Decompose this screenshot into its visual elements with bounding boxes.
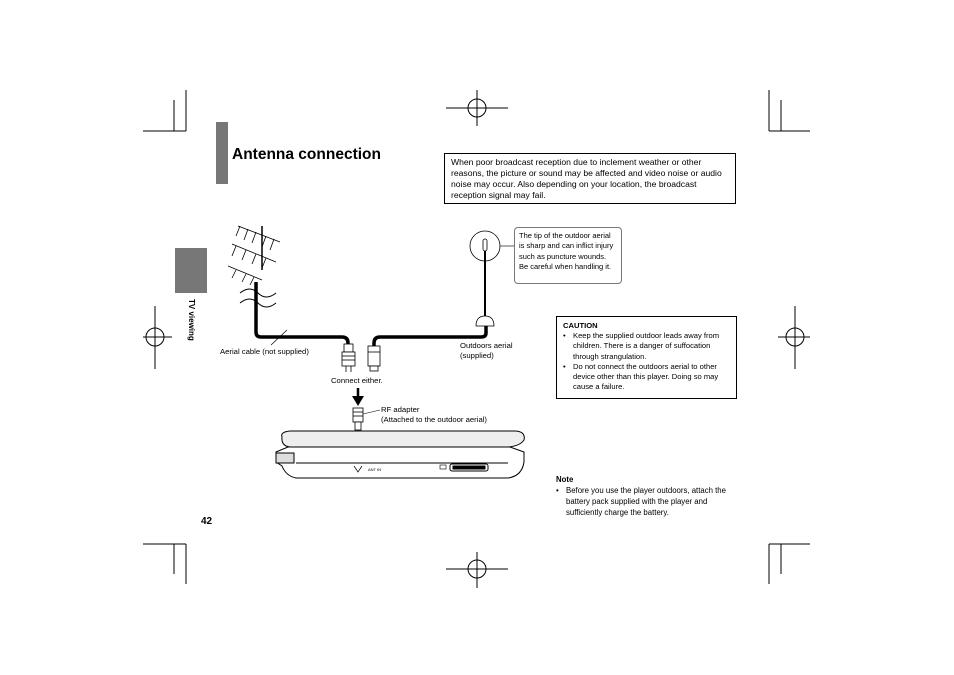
portable-player-icon (275, 430, 525, 479)
rf-adapter-attached-label: (Attached to the outdoor aerial) (381, 415, 487, 424)
outdoors-aerial-label: Outdoors aerial (460, 341, 513, 350)
cable-break-symbol (239, 288, 277, 308)
outdoor-aerial-cable (372, 326, 488, 347)
caution-item: Keep the supplied outdoor leads away fro… (563, 331, 730, 362)
aerial-cable-plug (341, 343, 356, 372)
note-item: Before you use the player outdoors, atta… (556, 485, 742, 518)
aerial-cable (254, 282, 350, 346)
rf-adapter-label: RF adapter (381, 405, 420, 414)
registration-targets (143, 90, 810, 588)
outdoor-aerial-icon (469, 230, 514, 327)
page-title: Antenna connection (232, 146, 381, 163)
note-title: Note (556, 475, 574, 484)
outdoor-aerial-plug (367, 345, 381, 372)
player-port-label: ANT IN (368, 467, 381, 472)
rf-adapter-icon (352, 407, 364, 431)
arrow-down-icon (352, 388, 364, 406)
ant-in-port-icon (353, 465, 363, 473)
disc-logo-icon (439, 464, 447, 470)
note-section: Note Before you use the player outdoors,… (556, 474, 742, 518)
rooftop-antenna-icon (227, 225, 281, 286)
caution-item: Do not connect the outdoors aerial to ot… (563, 362, 730, 393)
title-accent-bar (216, 122, 228, 184)
reception-info-box: When poor broadcast reception due to inc… (444, 153, 736, 204)
connect-either-label: Connect either. (331, 376, 383, 385)
caution-title: CAUTION (563, 321, 598, 330)
outdoors-aerial-supplied-label: (supplied) (460, 351, 494, 360)
tip-warning-callout: The tip of the outdoor aerial is sharp a… (514, 227, 622, 284)
caution-box: CAUTION Keep the supplied outdoor leads … (556, 316, 737, 399)
aerial-cable-label: Aerial cable (not supplied) (220, 347, 309, 356)
side-tab-marker (175, 248, 207, 293)
page-number: 42 (201, 516, 213, 527)
